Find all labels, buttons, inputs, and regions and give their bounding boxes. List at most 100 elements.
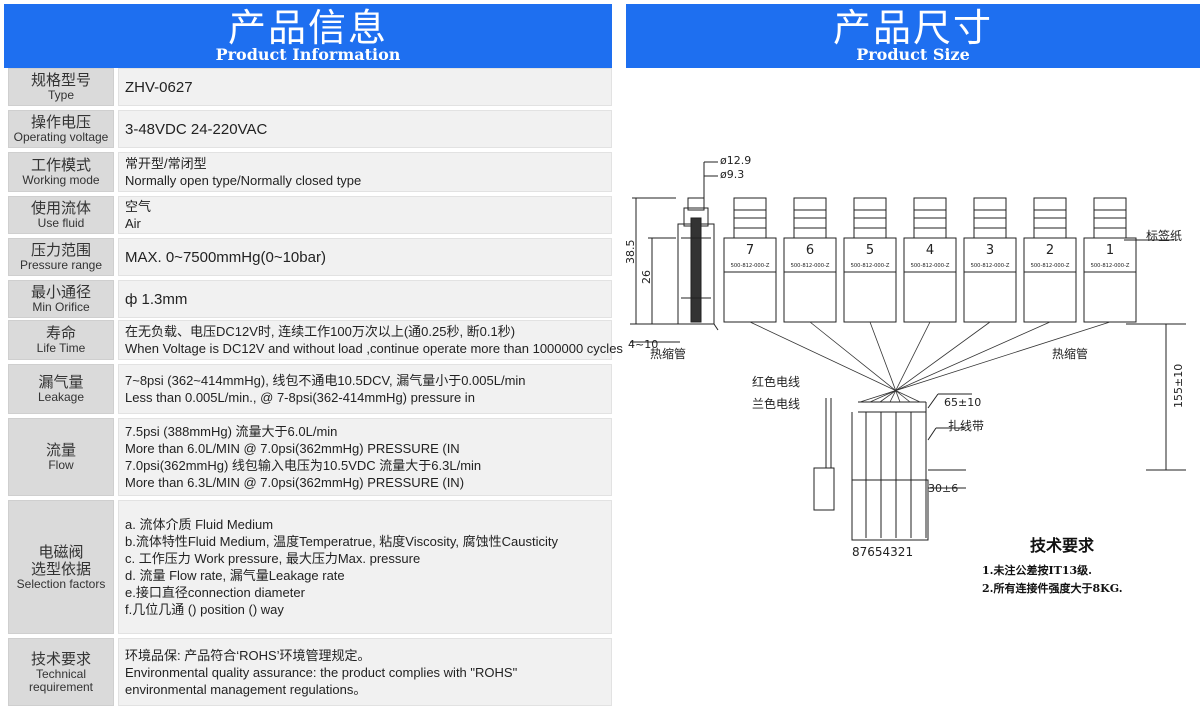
spec-label-en: Selection factors <box>16 576 106 591</box>
valve-number: 4 <box>926 243 934 258</box>
spec-label-en: Use fluid <box>37 216 85 230</box>
banner-title-en: Product Size <box>856 45 970 64</box>
spec-value-line: f.几位几通 () position () way <box>125 602 284 617</box>
valve-array <box>723 197 1137 323</box>
spec-value-line: More than 6.0L/MIN @ 7.0psi(362mmHg) PRE… <box>125 441 460 456</box>
spec-value-line: e.接口直径connection diameter <box>125 585 305 600</box>
spec-value-line: d. 流量 Flow rate, 漏气量Leakage rate <box>125 568 345 583</box>
spec-label-cn: 技术要求 <box>30 649 91 668</box>
wire <box>859 321 1111 403</box>
spec-value-line: 3-48VDC 24-220VAC <box>125 120 268 138</box>
wire <box>749 321 921 403</box>
note-line: 1.未注公差按IT13级. <box>982 564 1092 577</box>
banner-title-cn: 产品尺寸 <box>832 6 993 50</box>
wire <box>869 321 1051 403</box>
valve-part-label: 500-812-000-Z <box>851 263 890 269</box>
spec-value: ZHV-0627 <box>118 68 612 106</box>
side-connector <box>813 467 835 511</box>
spec-value-line: ф 1.3mm <box>125 290 188 308</box>
spec-label-en: Operating voltage <box>13 130 109 144</box>
spec-label-en: Leakage <box>37 390 85 404</box>
valve <box>1023 197 1077 323</box>
spec-label-en: Technical <box>35 666 87 681</box>
spec-value-line: 在无负载、电压DC12V时, 连续工作100万次以上(通0.25秒, 断0.1秒… <box>125 324 516 339</box>
spec-value-line: a. 流体介质 Fluid Medium <box>125 517 274 532</box>
connector-block <box>851 479 929 541</box>
spec-label-cn: 寿命 <box>45 324 76 342</box>
wire <box>809 321 911 403</box>
valve-number: 2 <box>1046 243 1054 258</box>
valve-section-core <box>690 217 702 323</box>
dimension-label: 38.5 <box>626 240 637 265</box>
valve-part-label: 500-812-000-Z <box>1091 263 1130 269</box>
spec-value-line: When Voltage is DC12V and without load ,… <box>125 341 623 356</box>
spec-label-cn: 漏气量 <box>38 373 84 391</box>
spec-value-line: b.流体特性Fluid Medium, 温度Temperatrue, 粘度Vis… <box>125 534 558 549</box>
spec-value-line: Air <box>125 216 141 231</box>
valve <box>843 197 897 323</box>
spec-label-cn: 规格型号 <box>30 71 91 89</box>
banner-title-en: Product Information <box>215 45 401 64</box>
valve-part-label: 500-812-000-Z <box>971 263 1010 269</box>
spec-label-cn: 流量 <box>45 441 76 459</box>
valve-part-label: 500-812-000-Z <box>1031 263 1070 269</box>
spec-value-line: c. 工作压力 Work pressure, 最大压力Max. pressure <box>125 551 421 566</box>
spec-value: ф 1.3mm <box>118 280 612 318</box>
valve-number: 1 <box>1106 243 1114 258</box>
valve <box>963 197 1017 323</box>
spec-value-line: 7.0psi(362mmHg) 线包输入电压为10.5VDC 流量大于6.3L/… <box>125 458 482 473</box>
spec-label-cn: 电磁阀 <box>38 542 84 561</box>
spec-value-line: environmental management regulations。 <box>125 681 367 697</box>
spec-value-line: 7~8psi (362~414mmHg), 线包不通电10.5DCV, 漏气量小… <box>125 373 526 388</box>
dimension-label: ø12.9 <box>720 154 751 167</box>
connector-pin-numbers: 87654321 <box>852 545 913 559</box>
spec-value-line: Environmental quality assurance: the pro… <box>125 664 518 680</box>
product-size-banner: 产品尺寸 Product Size <box>626 4 1200 68</box>
spec-value-line: Normally open type/Normally closed type <box>125 173 362 188</box>
spec-value-line: 常开型/常闭型 <box>125 156 207 171</box>
valve <box>1083 197 1137 323</box>
valve-part-label: 500-812-000-Z <box>731 263 770 269</box>
notes-title: 技术要求 <box>1029 536 1094 555</box>
spec-value-line: 环境品保: 产品符合‘ROHS’环境管理规定。 <box>125 647 371 663</box>
spec-label-cn: 使用流体 <box>30 199 91 217</box>
spec-label-cn: 最小通径 <box>30 283 91 301</box>
dimension-label: 65±10 <box>944 396 981 409</box>
spec-value-line: ZHV-0627 <box>125 78 193 96</box>
dimension-label: 155±10 <box>1172 364 1185 408</box>
dimension-label: ø9.3 <box>720 168 744 181</box>
spec-value-line: MAX. 0~7500mmHg(0~10bar) <box>125 248 326 266</box>
valve <box>723 197 777 323</box>
valve-part-label: 500-812-000-Z <box>911 263 950 269</box>
spec-value-line: Less than 0.005L/min., @ 7-8psi(362-414m… <box>125 390 475 405</box>
spec-label-en: requirement <box>28 679 94 694</box>
wire <box>879 321 991 403</box>
spec-value: MAX. 0~7500mmHg(0~10bar) <box>118 238 612 276</box>
spec-label-en: Min Orifice <box>32 300 90 314</box>
wire-fan <box>749 321 1111 403</box>
dimension-label: 26 <box>640 270 653 284</box>
spec-value: 3-48VDC 24-220VAC <box>118 110 612 148</box>
callout-label: 红色电线 <box>752 374 800 389</box>
spec-label-en: Working mode <box>22 173 100 187</box>
